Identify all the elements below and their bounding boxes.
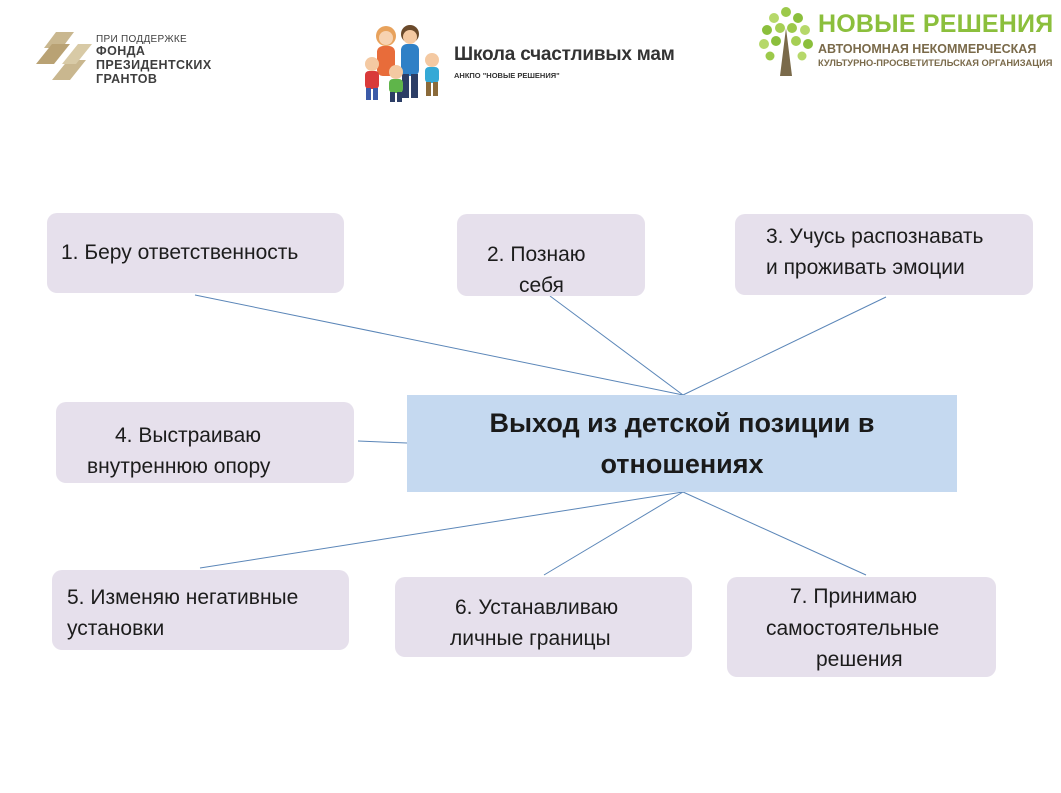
grants-line-4: ГРАНТОВ [96, 71, 158, 86]
node-take-responsibility: 1. Беру ответственность [47, 213, 344, 293]
grants-emblem-icon [36, 32, 92, 80]
grants-line-2: ФОНДА [96, 44, 146, 58]
node-6-line-2: личные границы [450, 627, 611, 650]
node-7-line-2: самостоятельные [766, 617, 940, 640]
school-title: Школа счастливых мам [454, 44, 675, 65]
connector-1 [194, 294, 684, 396]
org-subtitle-line-1: АВТОНОМНАЯ НЕКОММЕРЧЕСКАЯ [818, 42, 1037, 56]
node-4-line-2: внутреннюю опору [87, 455, 271, 478]
node-recognize-emotions: 3. Учусь распознавать и проживать эмоции [735, 214, 1033, 295]
node-2-line-2: себя [519, 274, 564, 297]
org-title: НОВЫЕ РЕШЕНИЯ [818, 10, 1054, 38]
node-change-beliefs: 5. Изменяю негативные установки [52, 570, 349, 650]
connector-5 [199, 491, 684, 569]
center-topic-line-1: Выход из детской позиции в [489, 408, 875, 438]
node-1-line-1: 1. Беру ответственность [61, 241, 299, 264]
connector-4 [357, 440, 408, 444]
tree-icon [759, 7, 813, 76]
center-topic: Выход из детской позиции в отношениях [407, 395, 957, 492]
connector-3 [682, 296, 887, 396]
center-topic-line-2: отношениях [600, 449, 764, 479]
node-5-line-1: 5. Изменяю негативные [67, 586, 299, 609]
connector-6 [543, 491, 684, 576]
node-know-myself: 2. Познаю себя [457, 214, 645, 297]
node-5-line-2: установки [67, 617, 165, 640]
node-2-line-1: 2. Познаю [487, 243, 586, 266]
node-3-line-2: и проживать эмоции [766, 256, 965, 279]
connector-7 [682, 491, 867, 576]
family-illustration-icon [365, 25, 439, 102]
node-own-decisions: 7. Принимаю самостоятельные решения [727, 577, 996, 677]
node-personal-boundaries: 6. Устанавливаю личные границы [395, 577, 692, 657]
new-solutions-logo: НОВЫЕ РЕШЕНИЯ АВТОНОМНАЯ НЕКОММЕРЧЕСКАЯ … [758, 4, 1058, 80]
connector-2 [549, 295, 684, 396]
grants-line-3: ПРЕЗИДЕНТСКИХ [96, 57, 212, 72]
node-inner-support: 4. Выстраиваю внутреннюю опору [56, 402, 354, 483]
happy-moms-school-logo: Школа счастливых мам АНКПО "НОВЫЕ РЕШЕНИ… [360, 22, 700, 106]
node-7-line-1: 7. Принимаю [790, 585, 918, 608]
node-6-line-1: 6. Устанавливаю [455, 596, 619, 619]
org-subtitle-line-2: КУЛЬТУРНО-ПРОСВЕТИТЕЛЬСКАЯ ОРГАНИЗАЦИЯ [818, 58, 1053, 68]
node-4-line-1: 4. Выстраиваю [115, 424, 262, 447]
presidential-grants-logo: ПРИ ПОДДЕРЖКЕ ФОНДА ПРЕЗИДЕНТСКИХ ГРАНТО… [34, 26, 254, 106]
grants-line-1: ПРИ ПОДДЕРЖКЕ [96, 34, 187, 45]
node-3-line-1: 3. Учусь распознавать [766, 225, 984, 248]
school-subtitle: АНКПО "НОВЫЕ РЕШЕНИЯ" [454, 71, 560, 80]
node-7-line-3: решения [816, 648, 903, 671]
